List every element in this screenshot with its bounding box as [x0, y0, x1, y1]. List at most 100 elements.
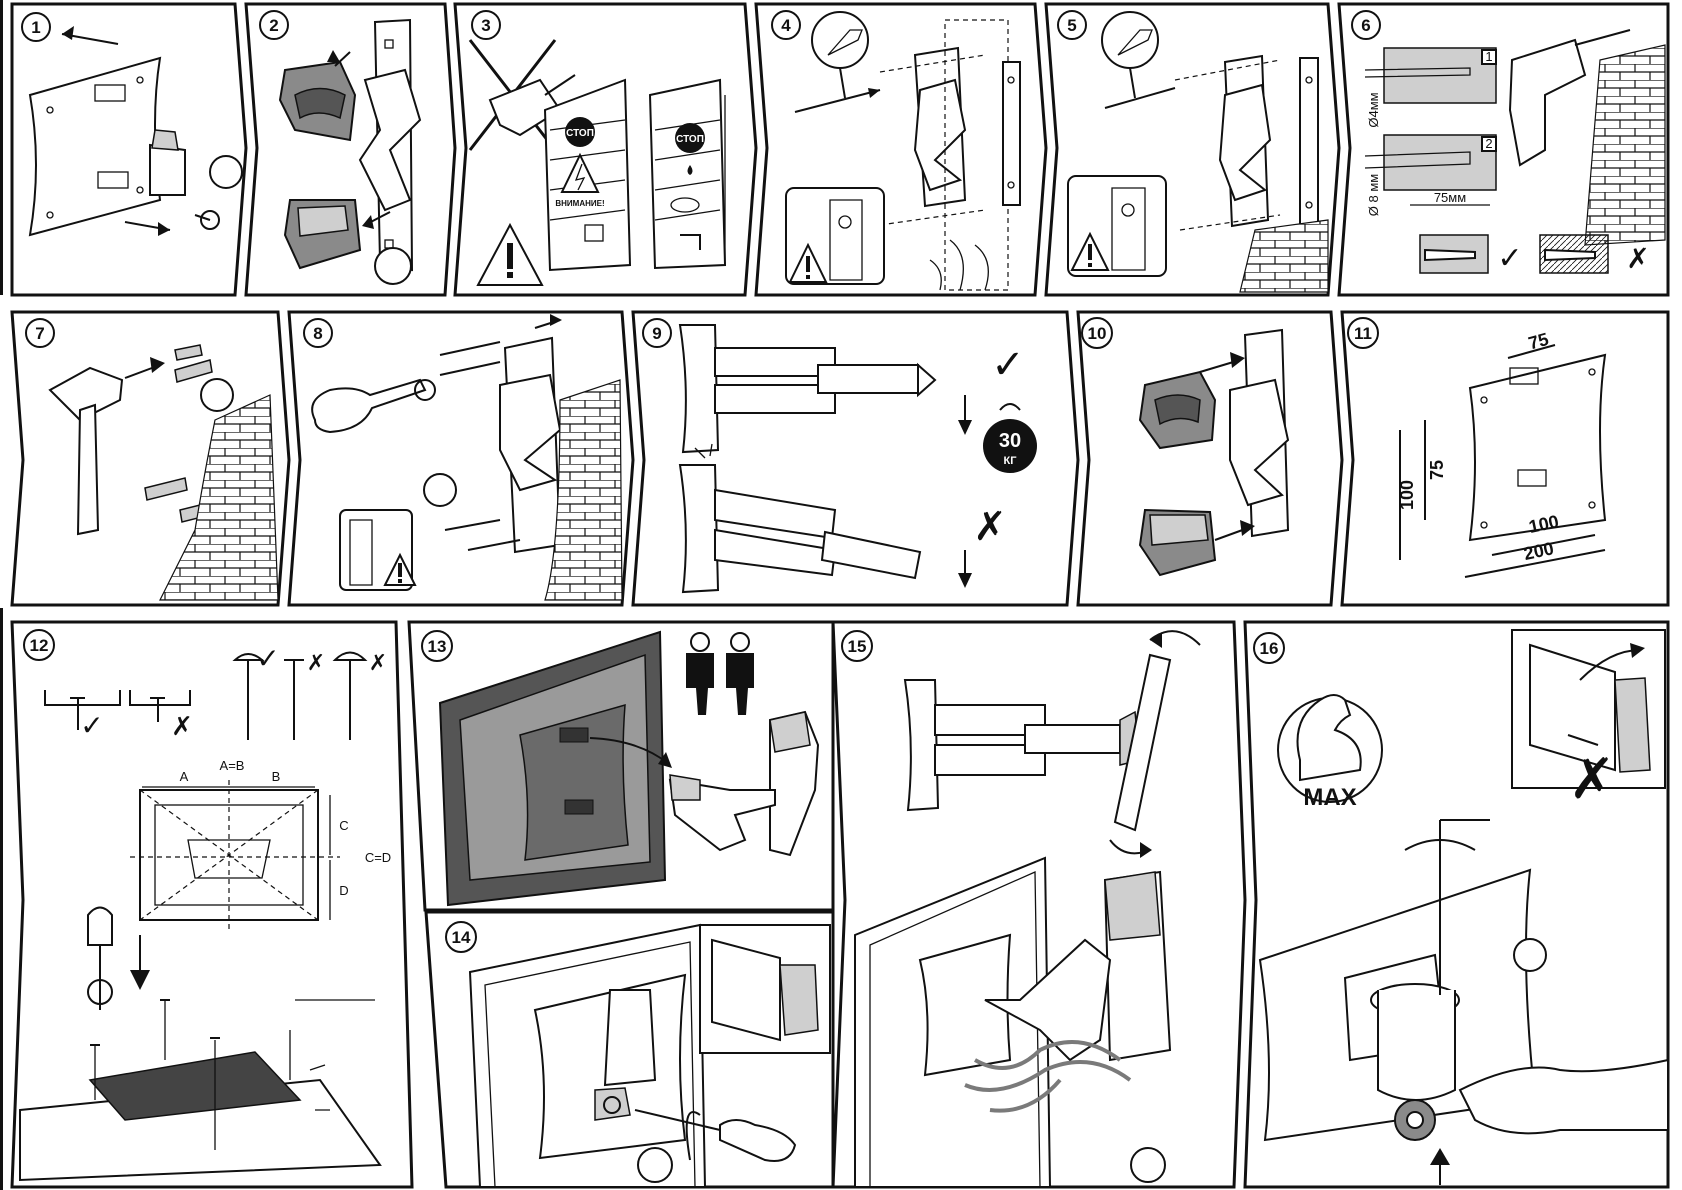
- pencil-icon: [868, 88, 880, 98]
- cross-icon: ✗: [1569, 747, 1616, 812]
- arm-linkage: [1229, 378, 1290, 507]
- step-2-remove-covers: [278, 18, 422, 285]
- high-voltage-icon: [560, 152, 600, 193]
- step-9-weight-limit: ✓ 30 КГ ✗: [678, 324, 1037, 594]
- stop-sign-label: СТОП: [566, 128, 594, 139]
- drill-icon: [488, 78, 562, 137]
- arrow-icon: [1230, 352, 1245, 368]
- hand-icon: [1458, 1058, 1669, 1135]
- label-a: A: [180, 769, 189, 784]
- screwdriver-icon: [87, 906, 113, 946]
- check-icon: ✓: [80, 709, 103, 742]
- drill-icon: [1508, 38, 1587, 167]
- wall-anchor: [174, 359, 213, 383]
- step-4-mark-holes: [785, 11, 1021, 291]
- dimension-100-side: 100: [1397, 480, 1417, 510]
- step-badge-15: 15: [841, 630, 873, 662]
- warning-label: ВНИМАНИЕ!: [555, 199, 604, 208]
- brick-wall: [544, 379, 623, 601]
- callout-circle: [1513, 938, 1547, 972]
- max-torque-label: MAX: [1303, 784, 1356, 811]
- rotate-arrow-icon: [685, 1111, 701, 1161]
- screwdriver-icon: [311, 378, 427, 434]
- step-number: 6: [1361, 16, 1370, 35]
- arm-linkage: [913, 78, 967, 192]
- step-number: 16: [1260, 639, 1279, 658]
- label-c: C: [339, 818, 348, 833]
- drill-diameter-2-label: Ø 8 мм: [1366, 174, 1381, 217]
- vesa-plate: [519, 703, 629, 861]
- step-badge-13: 13: [421, 630, 453, 662]
- arrow-icon: [1630, 643, 1645, 658]
- vesa-plate: [918, 933, 1012, 1077]
- drill-bit-large: [1364, 151, 1471, 169]
- check-icon: ✓: [991, 342, 1025, 388]
- arrow-icon: [158, 222, 170, 236]
- wall-section-2: [1383, 134, 1497, 191]
- step-number: 3: [481, 16, 490, 35]
- tilt-hub: [1377, 990, 1456, 1101]
- cross-icon: ✗: [1626, 242, 1649, 275]
- step-number: 15: [848, 637, 867, 656]
- vesa-plate: [187, 839, 271, 879]
- wall-plate: [678, 324, 720, 454]
- step-1-detach-plate: [28, 26, 243, 237]
- step-10-attach-covers: [1138, 328, 1290, 577]
- arrow-icon: [62, 26, 74, 40]
- cross-icon: ✗: [369, 651, 387, 676]
- check-icon: ✓: [1497, 241, 1522, 276]
- arm-segment: [1024, 724, 1121, 754]
- tilt-bracket: [149, 143, 186, 196]
- wall-plate: [678, 464, 720, 594]
- arm-segment: [714, 347, 836, 377]
- wall-anchor: [144, 477, 188, 501]
- arrow-icon: [658, 752, 672, 768]
- arrow-down-icon: [130, 970, 150, 990]
- step-number: 10: [1088, 324, 1107, 343]
- cross-icon: ✗: [307, 651, 325, 676]
- two-person-icon: [686, 632, 754, 715]
- step-number: 9: [652, 324, 661, 343]
- water-drop-icon: [687, 165, 693, 175]
- step-3-check-wall: СТОП ВНИМАНИЕ! СТОП: [468, 39, 727, 286]
- step-badge-6: 6: [1351, 10, 1381, 40]
- pipe-icon: [670, 197, 700, 213]
- brick-wall: [1239, 219, 1329, 293]
- hammer-head: [48, 366, 124, 422]
- arm-linkage: [358, 68, 422, 212]
- pencil-callout: [811, 11, 869, 69]
- callout-circle: [374, 247, 412, 285]
- dimension-75-side: 75: [1427, 460, 1447, 480]
- step-number: 7: [35, 324, 44, 343]
- step-14-secure-screw: [468, 923, 831, 1188]
- step-number: 5: [1067, 16, 1076, 35]
- step-badge-16: 16: [1253, 632, 1285, 664]
- callout-circle: [209, 155, 243, 189]
- step-badge-1: 1: [21, 12, 51, 42]
- step-15-cable-routing: [854, 630, 1201, 1188]
- weight-unit: КГ: [1004, 455, 1018, 467]
- callout-circle: [200, 378, 234, 412]
- step-number: 2: [269, 16, 278, 35]
- check-icon: ✓: [256, 642, 279, 675]
- vesa-plate: [1468, 353, 1607, 542]
- brick-wall: [159, 394, 279, 601]
- step-5-mark-with-level: [1067, 11, 1329, 293]
- arrow-icon: [550, 314, 562, 326]
- step-6-drill: 1 Ø4мм 2 Ø 8 мм 75мм ✓ ✗: [1364, 29, 1666, 276]
- step-11-vesa-dimensions: 75 75 100 100 200: [1397, 329, 1607, 578]
- step-number: 4: [781, 16, 791, 35]
- flexed-arm-icon: [1296, 694, 1362, 782]
- arm-linkage: [984, 938, 1112, 1062]
- step-7-insert-anchors: [48, 344, 279, 601]
- step-badge-14: 14: [445, 921, 477, 953]
- arm-segment: [714, 384, 836, 414]
- arrow-icon: [1240, 520, 1255, 536]
- cross-icon: ✗: [973, 504, 1007, 550]
- step-badge-10: 10: [1081, 317, 1113, 349]
- stage-1-label: 1: [1485, 49, 1492, 64]
- brick-wall: [1584, 44, 1666, 246]
- cables: [964, 1040, 1132, 1113]
